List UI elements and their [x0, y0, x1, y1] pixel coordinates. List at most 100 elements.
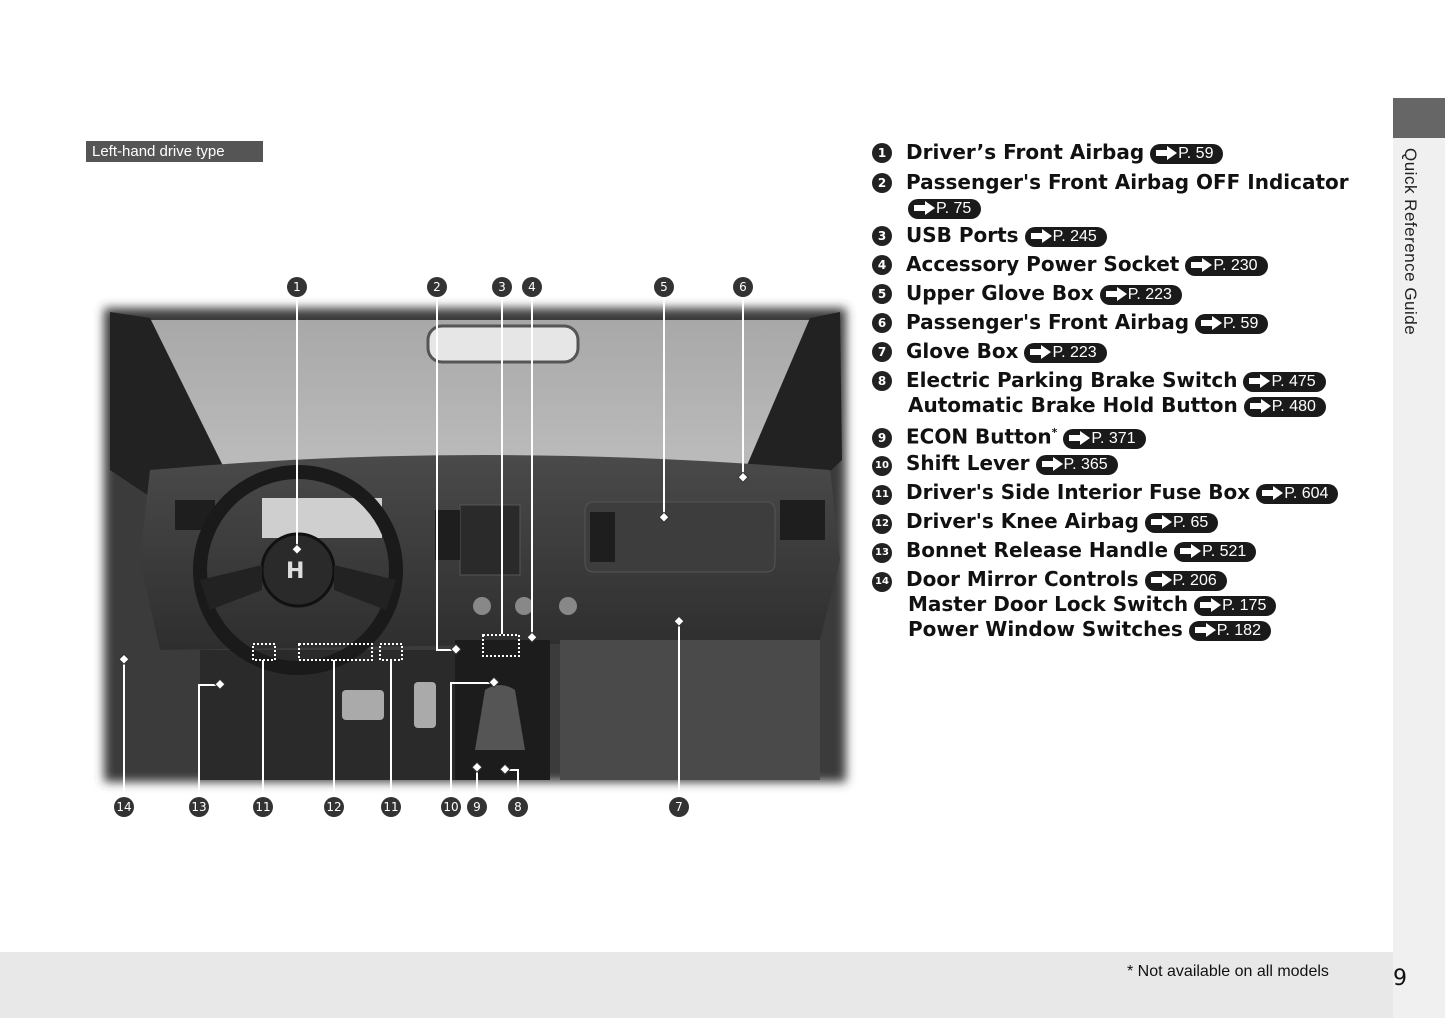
accelerator-pedal	[414, 682, 436, 728]
callout-11a: 11	[253, 797, 273, 817]
arrow-right-icon	[1200, 598, 1222, 612]
marker-dot-4	[526, 631, 538, 643]
section-title: Quick Reference Guide	[1401, 148, 1420, 336]
arrow-right-icon	[1150, 573, 1172, 587]
arrow-right-icon	[1030, 345, 1052, 359]
callout-3: 3	[492, 277, 512, 297]
brake-pedal	[342, 690, 384, 720]
arrow-right-icon	[914, 201, 935, 215]
footer-band	[0, 952, 1393, 1018]
dashboard-illustration: H 1 2	[104, 277, 846, 817]
arrow-right-icon	[1201, 316, 1223, 330]
arrow-right-icon	[1105, 287, 1127, 301]
arrow-right-icon	[1191, 258, 1213, 272]
climate-knob-center	[515, 597, 533, 615]
callout-6: 6	[733, 277, 753, 297]
marker-dot-8	[499, 763, 511, 775]
svg-text:11: 11	[383, 800, 398, 814]
svg-text:1: 1	[293, 280, 301, 294]
page-ref-link[interactable]: P. 245	[1024, 227, 1107, 247]
center-display	[459, 504, 521, 576]
svg-text:7: 7	[675, 800, 683, 814]
arrow-right-icon	[1150, 515, 1172, 529]
marker-dot-7	[673, 615, 685, 627]
page-ref-link[interactable]: P. 480	[1243, 397, 1326, 417]
svg-text:11: 11	[255, 800, 270, 814]
climate-knob-right	[559, 597, 577, 615]
svg-text:9: 9	[473, 800, 481, 814]
page-ref-link[interactable]: P. 604	[1256, 484, 1339, 504]
arrow-right-icon	[1180, 544, 1202, 558]
page-ref-link[interactable]: P. 75	[908, 199, 982, 219]
vent-center-left	[435, 510, 460, 560]
arrow-right-icon	[1249, 399, 1271, 413]
svg-text:6: 6	[739, 280, 747, 294]
legend-item-2-ref: P. 75	[908, 195, 982, 219]
marker-dot-1	[291, 543, 303, 555]
usb-ports-marker	[482, 634, 520, 657]
leader-13	[198, 684, 220, 796]
svg-text:8: 8	[514, 800, 522, 814]
knee-airbag-marker	[298, 643, 373, 661]
page-ref-link[interactable]: P. 182	[1188, 621, 1271, 641]
arrow-right-icon	[1156, 146, 1178, 160]
callout-4: 4	[522, 277, 542, 297]
svg-text:2: 2	[433, 280, 441, 294]
arrow-right-icon	[1041, 457, 1063, 471]
section-strip	[1393, 138, 1445, 1018]
svg-text:12: 12	[326, 800, 341, 814]
page-ref-link[interactable]: P. 59	[1195, 314, 1269, 334]
page-ref-link[interactable]: P. 371	[1063, 428, 1146, 449]
svg-text:5: 5	[660, 280, 668, 294]
callout-2: 2	[427, 277, 447, 297]
page-ref-link[interactable]: P. 223	[1099, 285, 1182, 305]
page-ref-link[interactable]: P. 521	[1174, 542, 1257, 562]
page-ref-link[interactable]: P. 65	[1144, 513, 1219, 533]
svg-text:13: 13	[191, 800, 206, 814]
page-ref-link[interactable]: P. 230	[1185, 256, 1268, 276]
passenger-footwell	[560, 640, 820, 780]
a-pillar-left	[110, 312, 230, 510]
drive-type-tag: Left-hand drive type	[86, 141, 263, 162]
callout-13: 13	[189, 797, 209, 817]
marker-dot-5	[658, 511, 670, 523]
page-ref-link[interactable]: P. 223	[1024, 343, 1107, 363]
page-number: 9	[1393, 966, 1407, 991]
page-ref-link[interactable]: P. 206	[1144, 571, 1227, 591]
page-ref-link[interactable]: P. 365	[1035, 455, 1118, 475]
callout-1: 1	[287, 277, 307, 297]
climate-knob-left	[473, 597, 491, 615]
marker-dot-9	[471, 761, 483, 773]
marker-dot-14	[118, 653, 130, 665]
callout-8: 8	[508, 797, 528, 817]
footnote: * Not available on all models	[1127, 963, 1329, 980]
page-ref-link[interactable]: P. 175	[1194, 596, 1277, 616]
callout-12: 12	[324, 797, 344, 817]
callout-14: 14	[114, 797, 134, 817]
page-ref-link[interactable]: P. 475	[1243, 372, 1326, 392]
vent-right	[780, 500, 825, 540]
arrow-right-icon	[1030, 229, 1052, 243]
page-ref-link[interactable]: P. 59	[1150, 144, 1224, 164]
section-tab[interactable]	[1393, 98, 1445, 138]
steering-spoke-right	[334, 565, 396, 610]
steering-logo-icon: H	[286, 559, 304, 584]
svg-text:14: 14	[116, 800, 131, 814]
marker-dot-6	[737, 471, 749, 483]
